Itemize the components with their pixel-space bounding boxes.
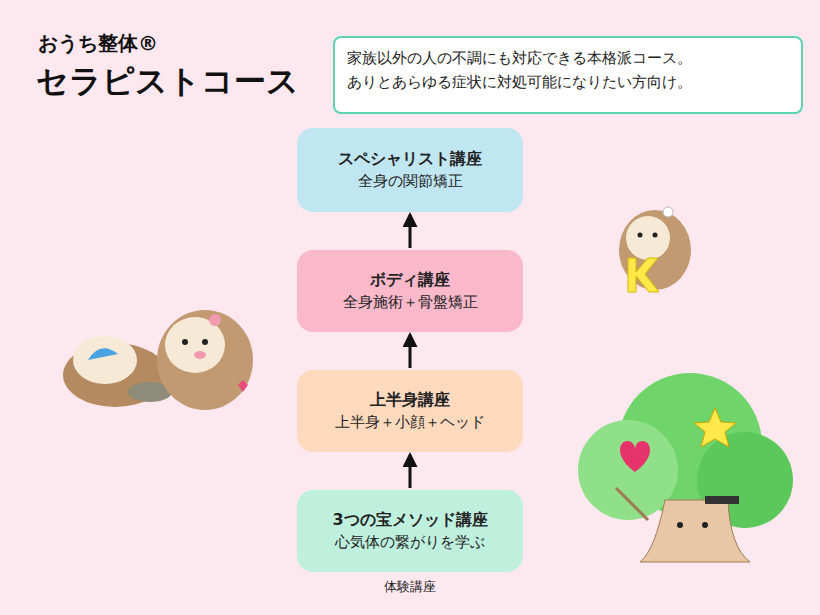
course-box: 上半身講座上半身＋小顔＋ヘッド: [297, 370, 523, 452]
course-tag: 体験講座: [297, 578, 523, 596]
course-box: スペシャリスト講座全身の関節矯正: [297, 128, 523, 212]
course-detail: 心気体の繋がりを学ぶ: [309, 532, 511, 553]
course-title: スペシャリスト講座: [309, 148, 511, 170]
course-detail: 上半身＋小顔＋ヘッド: [309, 412, 511, 433]
course-detail: 全身の関節矯正: [309, 171, 511, 192]
note-text: 家族以外の人の不調にも対応できる本格派コース。 ありとあらゆる症状に対処可能にな…: [347, 46, 789, 94]
note-box: 家族以外の人の不調にも対応できる本格派コース。 ありとあらゆる症状に対処可能にな…: [333, 36, 803, 114]
hedgehog-pair: [63, 310, 253, 410]
course-box: ボディ講座全身施術＋骨盤矯正: [297, 250, 523, 332]
course-title: ボディ講座: [309, 269, 511, 291]
title: セラピストコース: [36, 60, 299, 104]
flow-arrow: [409, 215, 412, 248]
flow-arrow: [409, 335, 412, 368]
course-title: 上半身講座: [309, 389, 511, 411]
course-title: 3つの宝メソッド講座: [309, 509, 511, 531]
course-box: 3つの宝メソッド講座心気体の繋がりを学ぶ体験講座: [297, 490, 523, 572]
course-detail: 全身施術＋骨盤矯正: [309, 292, 511, 313]
tree: [578, 373, 793, 562]
hedgehog-k: [619, 207, 691, 292]
flow-arrow: [409, 455, 412, 488]
brand-label: おうち整体®: [38, 30, 158, 57]
